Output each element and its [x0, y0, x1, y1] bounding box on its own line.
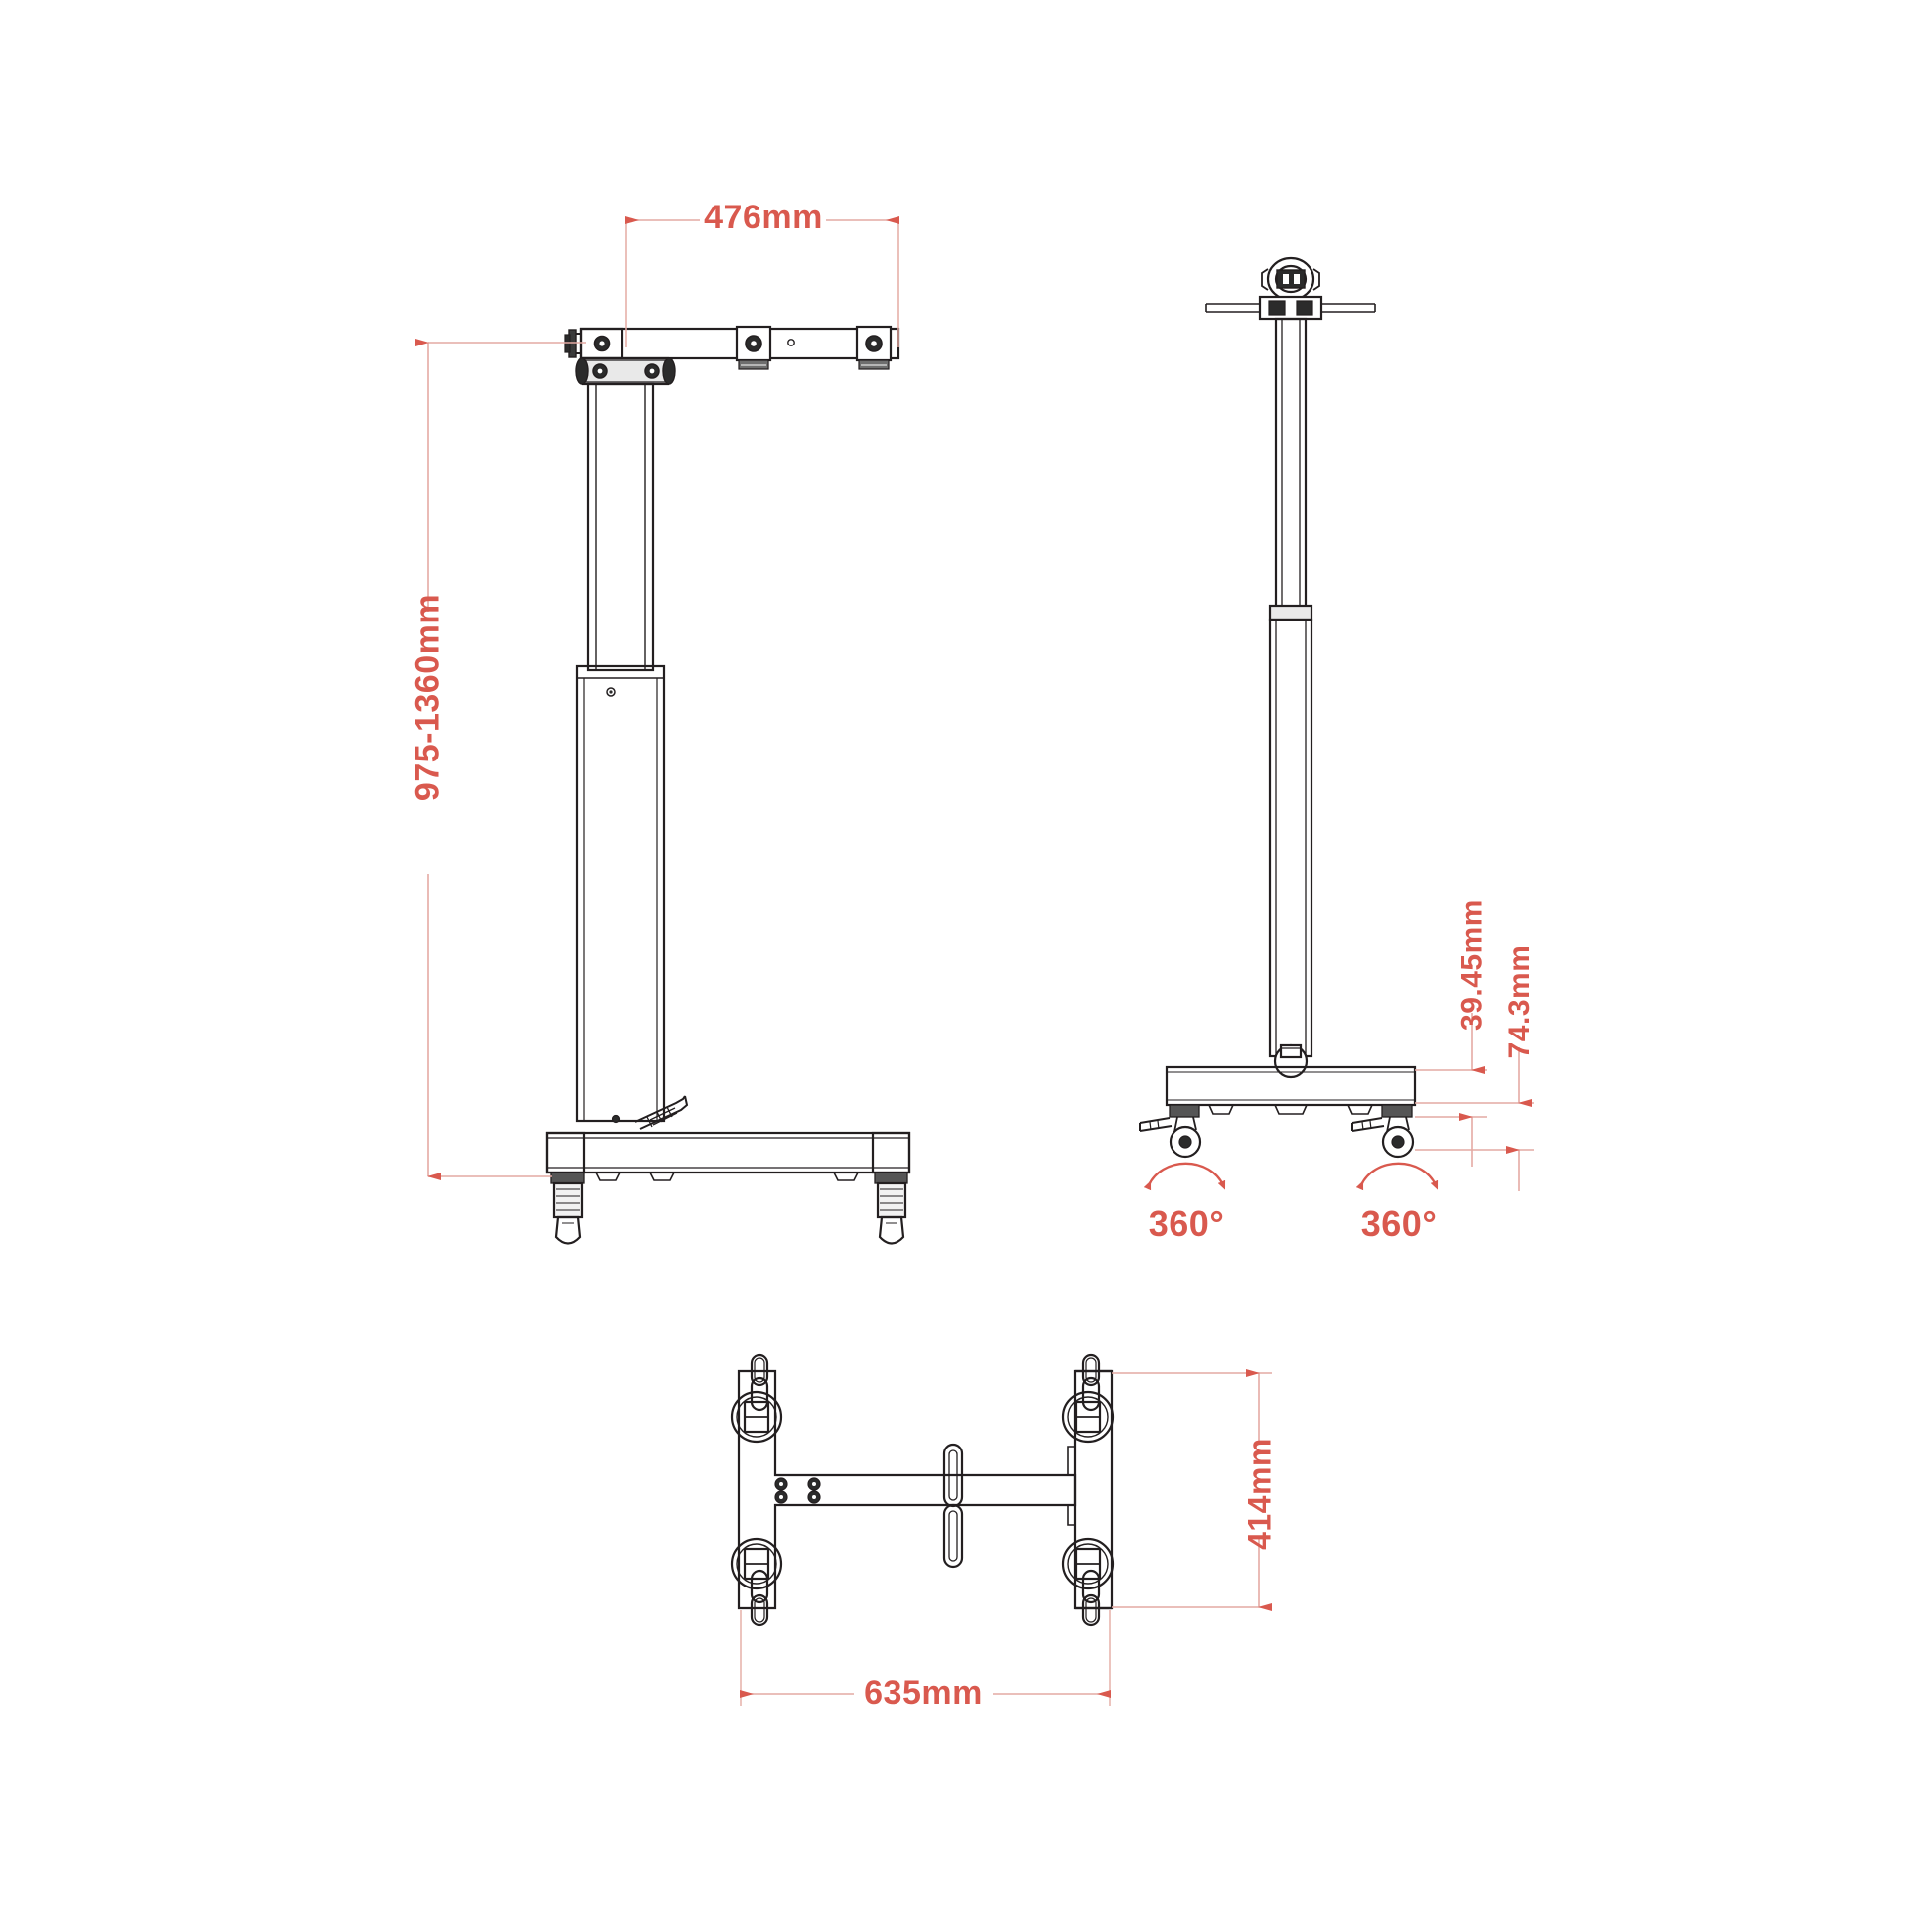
- annotation-label-360-right: 360°: [1360, 1203, 1438, 1244]
- dim-74-3mm: [1415, 1047, 1534, 1191]
- dim-635mm: [740, 1610, 1111, 1706]
- side-release-lever: [634, 1095, 689, 1130]
- bracket-boss-bottom-left: [730, 1537, 783, 1627]
- dim-label-74-3mm: 74.3mm: [1503, 944, 1536, 1059]
- bracket-hole-cluster: [774, 1477, 821, 1504]
- caster-rotation-arcs: [1143, 1162, 1439, 1191]
- front-view-group: [1139, 256, 1417, 1159]
- side-caster-left: [550, 1172, 585, 1245]
- dim-476mm: [625, 216, 899, 347]
- dim-975-1360mm: [415, 339, 586, 1180]
- bracket-right-plate: [1067, 1369, 1114, 1610]
- bracket-boss-bottom-right: [1061, 1537, 1115, 1627]
- dim-label-414mm: 414mm: [1241, 1438, 1278, 1550]
- dim-label-476mm: 476mm: [704, 199, 823, 236]
- side-top-rail: [564, 325, 900, 370]
- dim-39-45mm: [1415, 1013, 1487, 1167]
- front-outer-tube: [1268, 618, 1313, 1058]
- front-lever-knuckle: [1273, 1043, 1309, 1079]
- bracket-boss-top-left: [730, 1353, 783, 1444]
- side-caster-right: [874, 1172, 908, 1245]
- bracket-view-group: [730, 1353, 1115, 1627]
- annotation-label-360-left: 360°: [1148, 1203, 1225, 1244]
- front-inner-tube: [1274, 317, 1308, 614]
- bracket-left-plate: [737, 1369, 1077, 1610]
- front-caster-left: [1139, 1104, 1202, 1159]
- dim-label-635mm: 635mm: [864, 1674, 983, 1712]
- side-base-plate: [545, 1131, 911, 1181]
- dim-label-39-45mm: 39.45mm: [1455, 899, 1489, 1031]
- dimension-lines: [415, 216, 1534, 1706]
- side-inner-tube: [586, 382, 655, 672]
- front-caster-right: [1351, 1104, 1415, 1159]
- front-mount-head: [1205, 256, 1376, 321]
- front-tube-collar: [1268, 604, 1313, 621]
- bracket-boss-top-right: [1061, 1353, 1115, 1444]
- dim-label-height-range: 975-1360mm: [408, 593, 447, 802]
- side-column-head: [575, 356, 676, 386]
- side-view-group: [545, 325, 911, 1245]
- bracket-center-slots: [942, 1443, 964, 1569]
- front-base-plate: [1165, 1065, 1417, 1115]
- dim-414mm: [1112, 1369, 1272, 1611]
- side-outer-tube: [575, 664, 666, 1124]
